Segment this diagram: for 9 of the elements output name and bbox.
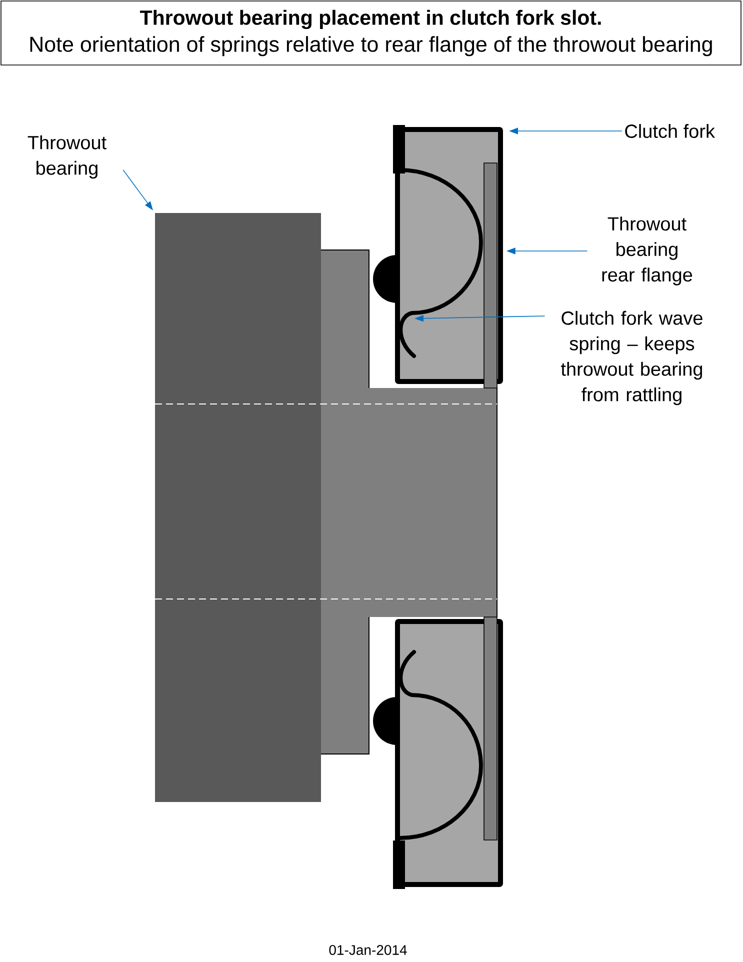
- callout-label: Clutch fork wave spring – keeps throwout bearing from rattling: [560, 310, 702, 406]
- spring: [398, 168, 483, 358]
- callout-label: Clutch fork: [625, 124, 715, 138]
- callout-label: Throwout bearing: [28, 135, 106, 179]
- spring: [398, 650, 483, 840]
- date: 01-Jan-2014: [329, 945, 407, 955]
- bearing-block: [155, 213, 321, 802]
- title-box: Throwout bearing placement in clutch fork slot. Note orientation of springs relative to rear flange of the throwout bearing: [0, 0, 742, 66]
- callout-label: Throwout bearing rear flange: [602, 216, 692, 286]
